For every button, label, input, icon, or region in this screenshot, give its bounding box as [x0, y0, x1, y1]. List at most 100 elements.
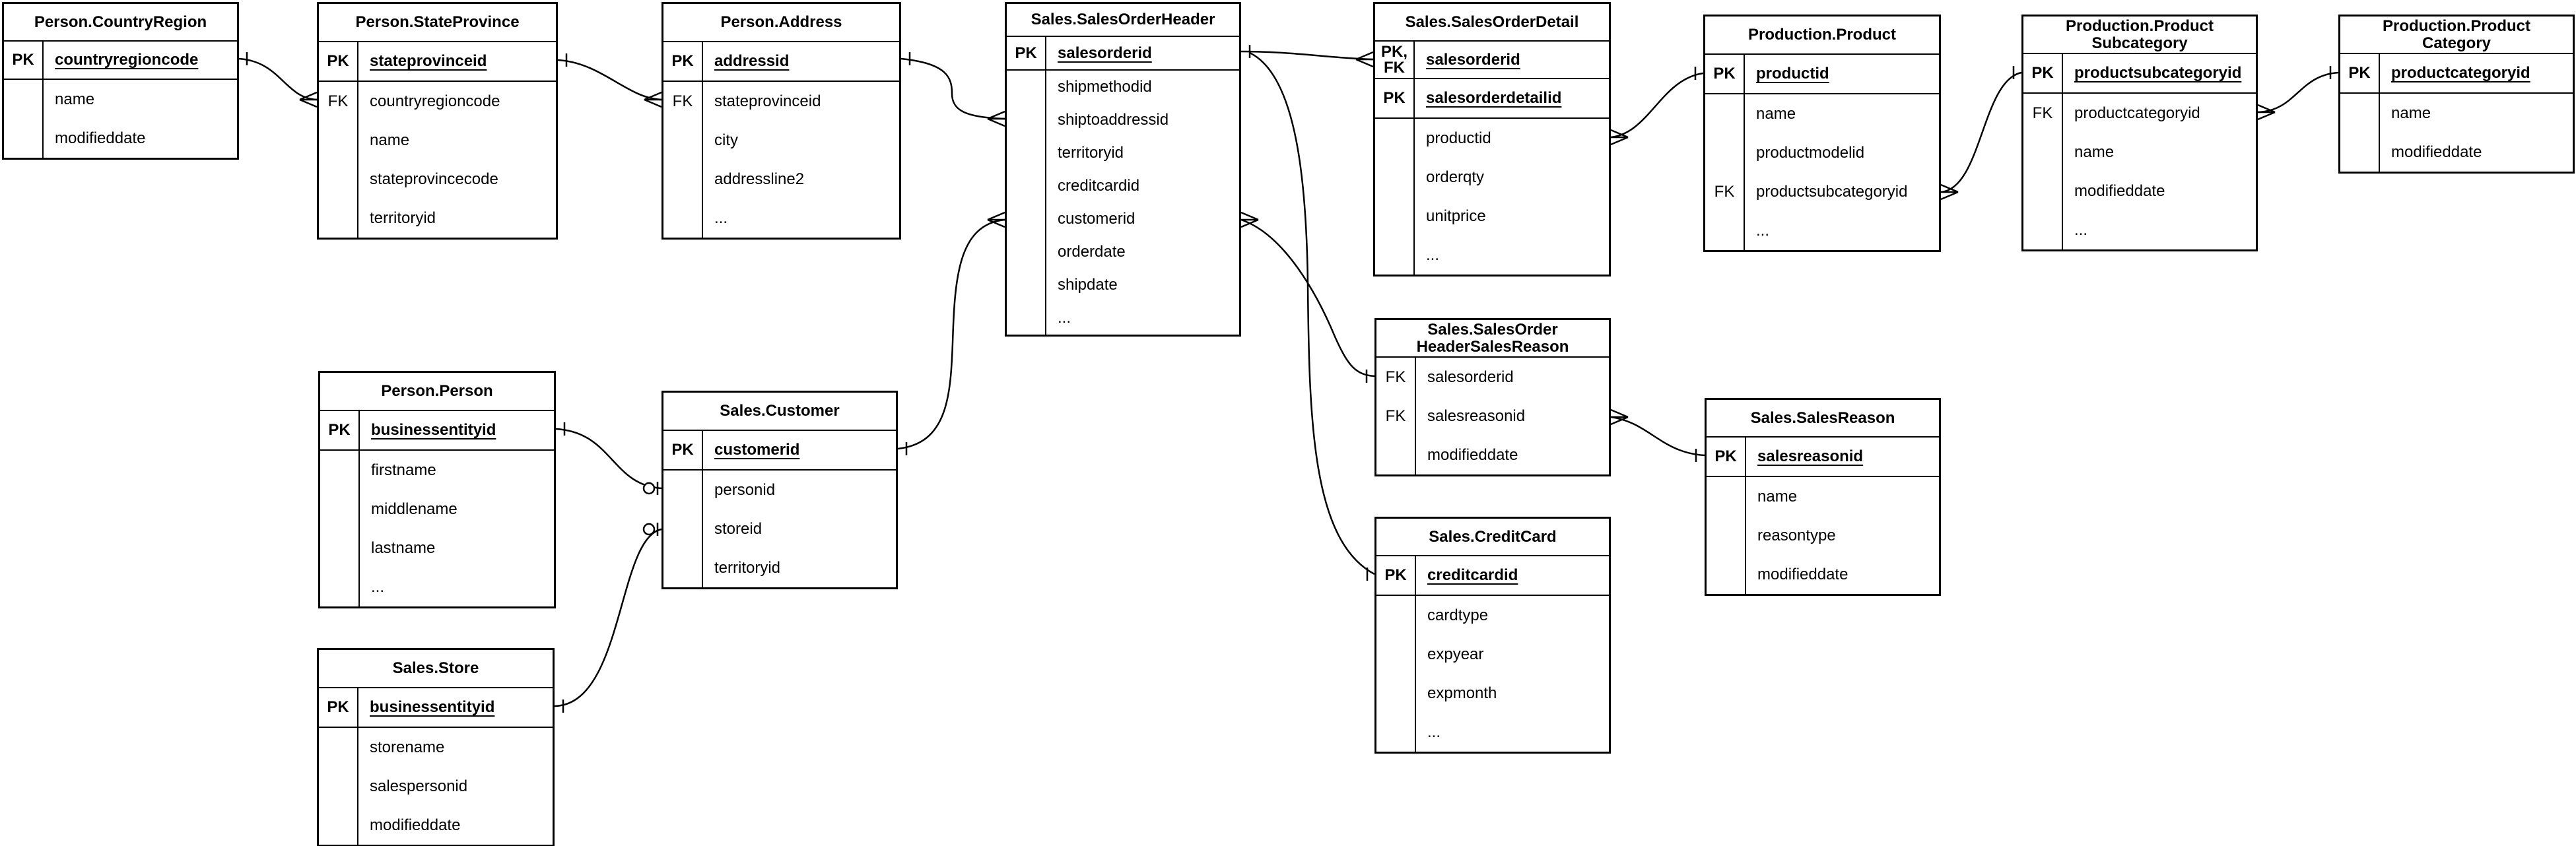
key-label: PK — [319, 42, 358, 81]
relationship-line-productsubcategory-productcategory — [2257, 71, 2339, 114]
key-label-empty — [1705, 133, 1745, 172]
relationship-line-stateprovince-address — [557, 59, 662, 101]
field-name: salesorderid — [1426, 50, 1520, 69]
field-row-: ... — [320, 568, 554, 606]
key-label-empty — [663, 509, 703, 548]
field-row-shipdate: shipdate — [1007, 269, 1239, 302]
relationship-line-countryregion-stateprovince — [238, 57, 318, 101]
key-label-empty — [1007, 269, 1046, 302]
field-name: orderqty — [1426, 168, 1485, 186]
field-name: name — [1757, 487, 1798, 505]
key-label-empty — [1705, 94, 1745, 133]
key-label-empty — [1007, 236, 1046, 269]
field-name: lastname — [371, 538, 436, 557]
key-label-empty — [319, 806, 358, 845]
field-name: stateprovinceid — [714, 92, 821, 110]
field-name: ... — [2074, 220, 2088, 239]
field-name: firstname — [371, 461, 436, 479]
field-name: salesorderid — [1427, 368, 1514, 386]
field-name: shiptoaddressid — [1058, 111, 1169, 129]
table-title-production-product: Production.Product — [1748, 26, 1896, 44]
field-name: unitprice — [1426, 207, 1486, 225]
field-name: shipmethodid — [1058, 78, 1152, 96]
field-row-orderdate: orderdate — [1007, 236, 1239, 269]
key-label-empty — [4, 80, 44, 119]
relationship-line-person-customer — [555, 428, 662, 490]
key-label-empty — [319, 728, 358, 767]
field-name: productcategoryid — [2074, 104, 2200, 122]
field-name: ... — [371, 577, 385, 596]
key-label: PK — [1707, 438, 1746, 476]
relationship-line-salesorderheader-headersalesreason — [1240, 218, 1375, 377]
field-name: creditcardid — [1427, 566, 1518, 584]
cardinality-many-icon — [987, 211, 1005, 221]
cardinality-many-icon — [1355, 51, 1374, 61]
key-label-empty — [4, 119, 44, 158]
cardinality-many-icon — [1355, 58, 1374, 68]
key-label-empty — [663, 471, 703, 509]
field-name: territoryid — [370, 209, 436, 227]
key-label: PK — [320, 411, 360, 449]
cardinality-many-icon — [2257, 104, 2276, 114]
key-label: PK — [4, 42, 44, 79]
field-name: salesreasonid — [1427, 407, 1526, 425]
key-label: FK — [663, 82, 703, 121]
cardinality-many-icon — [987, 110, 1005, 120]
field-name: reasontype — [1757, 526, 1836, 544]
cardinality-many-icon — [1610, 129, 1629, 139]
field-name: storename — [370, 738, 445, 756]
relationship-line-salesorderheader-creditcard — [1249, 51, 1375, 575]
key-label: PK — [1375, 79, 1415, 117]
field-name: name — [2391, 104, 2431, 122]
key-label-empty — [2340, 94, 2380, 133]
field-name: modifieddate — [370, 816, 461, 834]
field-row-cardtype: cardtype — [1376, 596, 1609, 635]
key-label: FK — [319, 82, 358, 121]
key-label-empty — [1376, 635, 1416, 674]
field-row-modifieddate: modifieddate — [2023, 172, 2256, 211]
key-label-empty — [1705, 211, 1745, 250]
field-row-modifieddate: modifieddate — [319, 806, 553, 845]
key-label-empty — [1007, 203, 1046, 236]
field-row-personid: personid — [663, 471, 896, 509]
field-row-: ... — [1705, 211, 1939, 250]
key-label-empty — [1707, 516, 1746, 555]
field-name: countryregioncode — [370, 92, 500, 110]
key-label: FK — [2023, 94, 2063, 133]
key-label-empty — [320, 568, 360, 606]
field-name: modifieddate — [1427, 445, 1518, 464]
table-title-person-person: Person.Person — [381, 382, 493, 401]
key-label: FK — [1705, 172, 1745, 211]
cardinality-many-icon — [1610, 136, 1629, 146]
field-name: salesorderid — [1058, 44, 1152, 62]
